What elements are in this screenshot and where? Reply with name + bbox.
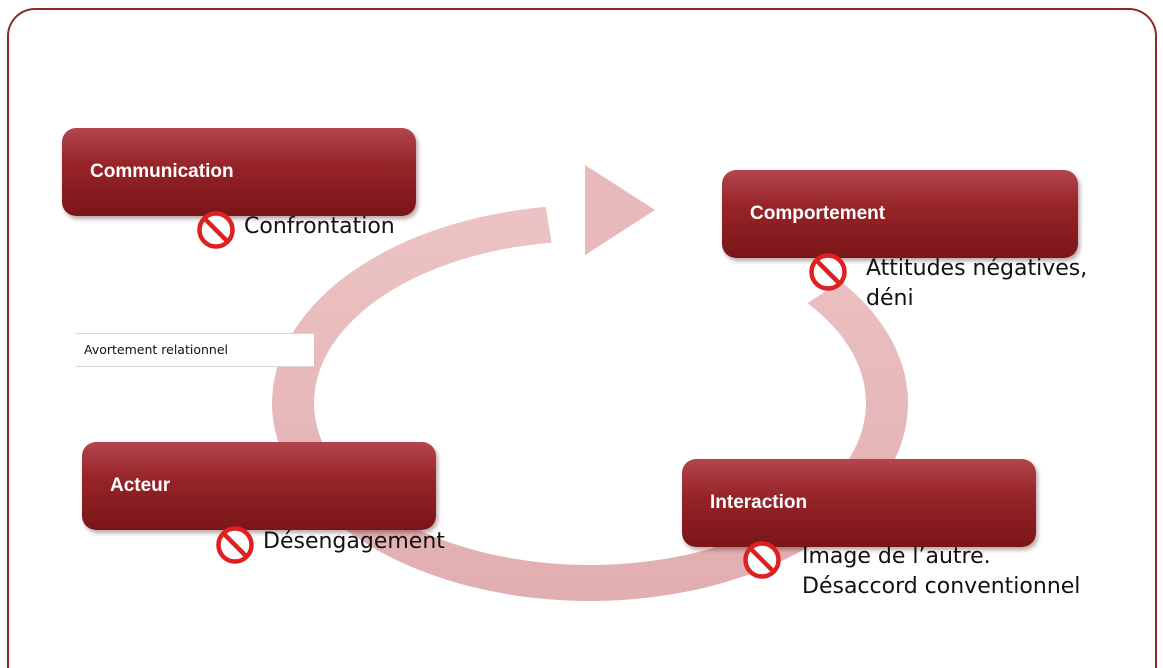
cycle-arrowhead: [585, 165, 655, 255]
prohibition-icon: [743, 541, 781, 579]
side-label: Avortement relationnel: [76, 333, 314, 367]
acteur-item-text: Désengagement: [263, 529, 445, 554]
communication-item: Confrontation: [196, 210, 395, 250]
comportement-box: Comportement: [722, 170, 1078, 258]
acteur-box: Acteur: [82, 442, 436, 530]
acteur-item: Désengagement: [215, 525, 445, 565]
comportement-item: Attitudes négatives, déni: [808, 252, 1087, 314]
acteur-label: Acteur: [110, 475, 171, 496]
interaction-item: Image de l’autre. Désaccord conventionne…: [742, 540, 1080, 602]
interaction-item-text: Image de l’autre. Désaccord conventionne…: [802, 544, 1081, 599]
prohibition-icon: [809, 253, 847, 291]
interaction-box: Interaction: [682, 459, 1036, 547]
communication-item-text: Confrontation: [244, 214, 395, 239]
interaction-label: Interaction: [710, 492, 808, 513]
comportement-item-text: Attitudes négatives, déni: [866, 256, 1088, 311]
prohibition-icon: [197, 211, 235, 249]
communication-box: Communication: [62, 128, 416, 216]
comportement-label: Comportement: [750, 203, 886, 224]
communication-label: Communication: [90, 161, 234, 182]
prohibition-icon: [216, 526, 254, 564]
